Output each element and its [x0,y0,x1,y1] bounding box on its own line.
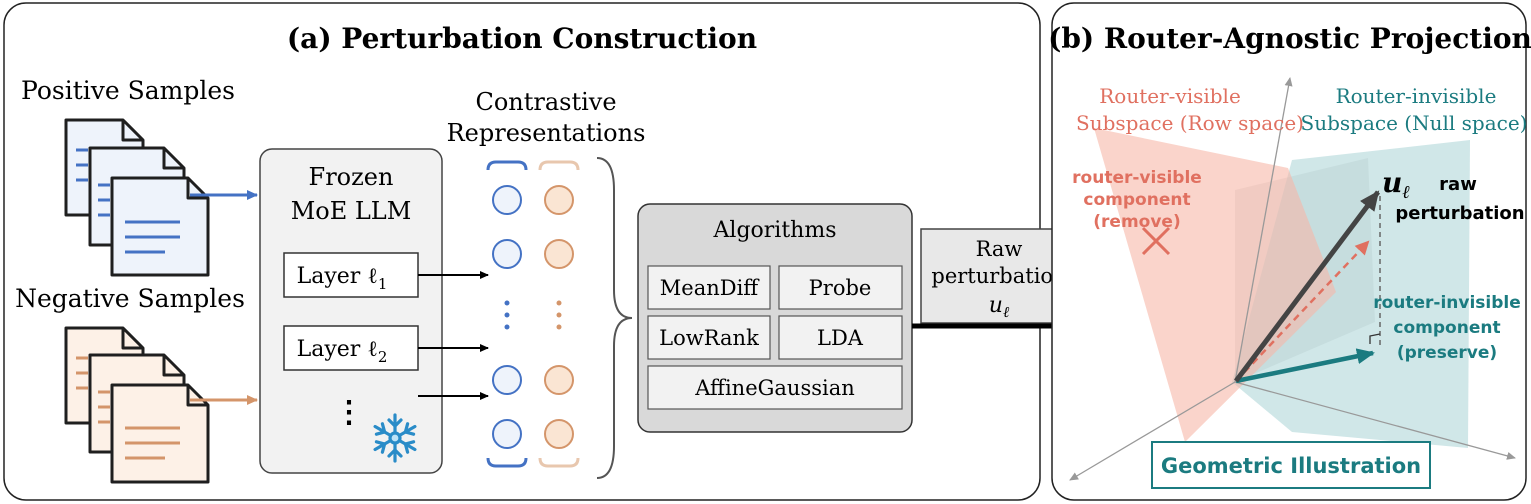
geometric-illustration-caption-box [1151,441,1431,489]
visible-component-line1: router-visible [1072,168,1202,188]
positive-samples-label: Positive Samples [21,76,235,105]
row-space-plane [1094,128,1336,442]
algorithm-lowrank: LowRank [659,326,759,350]
invisible-component-line1: router-invisible [1373,293,1521,313]
raw-perturbation-vector [1234,190,1380,383]
representations-brace [596,157,633,479]
raw-perturbation-symbol: uℓ [989,293,1009,321]
algorithm-lowrank-box [647,315,771,360]
panel-b-title: (b) Router-Agnostic Projection [1048,22,1531,55]
null-space-label-line1: Router-invisible [1336,84,1497,108]
router-invisible-vector [1235,348,1375,384]
algorithm-probe-box [778,265,903,310]
model-title-line1: Frozen [309,163,394,191]
row-space-label-line2: Subspace (Row space) [1076,111,1304,135]
raw-perturbation-label-line2: perturbation [1395,203,1524,224]
algorithm-meandiff-box [647,265,771,310]
algorithm-lda-box [778,315,903,360]
axis-x [1069,381,1236,481]
remove-cross-icon [1141,226,1171,256]
negative-document-lines [76,356,180,460]
frozen-moe-llm-box [259,148,443,474]
vector-symbol: uℓ [1382,166,1410,203]
algorithm-affinegaussian: AffineGaussian [694,376,855,400]
algorithms-title: Algorithms [713,218,837,243]
router-visible-vector [1235,240,1370,382]
algorithm-meandiff: MeanDiff [660,276,761,300]
layer-ellipsis: ⋮ [334,395,364,430]
positive-document-lines [76,148,180,254]
algorithm-probe: Probe [809,276,872,300]
raw-perturbation-label-line1: raw [1439,174,1477,195]
panel-a-title: (a) Perturbation Construction [287,22,757,55]
invisible-component-line2: component [1393,318,1500,338]
axis-y [1234,381,1516,460]
algorithm-affinegaussian-box [647,365,903,410]
model-title-line2: MoE LLM [291,197,412,225]
contrastive-label-line1: Contrastive [475,88,616,116]
algorithm-lda: LDA [817,326,864,350]
row-space-label-line1: Router-visible [1099,84,1241,108]
layer-2-box [283,325,419,371]
negative-samples-label: Negative Samples [15,284,245,313]
axis-z [1234,77,1293,383]
invisible-component-line3: (preserve) [1397,343,1497,363]
visible-component-line3: (remove) [1093,212,1180,232]
right-angle-marker [1369,333,1381,344]
negative-documents-icon [64,326,210,484]
raw-perturbation-line1: Raw [976,237,1023,261]
snowflake-icon [373,413,417,463]
raw-perturbation-line2: perturbation [931,264,1066,288]
contrastive-label-line2: Representations [447,119,646,147]
geometric-illustration-caption: Geometric Illustration [1161,454,1421,478]
raw-perturbation-box [920,228,1078,324]
visible-component-line2: component [1083,190,1190,210]
positive-representation-column [486,160,528,468]
layer-2-label: Layer ℓ2 [297,337,388,366]
layer-1-box [283,252,419,298]
negative-representation-column [538,160,580,468]
null-space-label-line2: Subspace (Null space) [1301,111,1528,135]
layer-1-label: Layer ℓ1 [297,264,388,293]
